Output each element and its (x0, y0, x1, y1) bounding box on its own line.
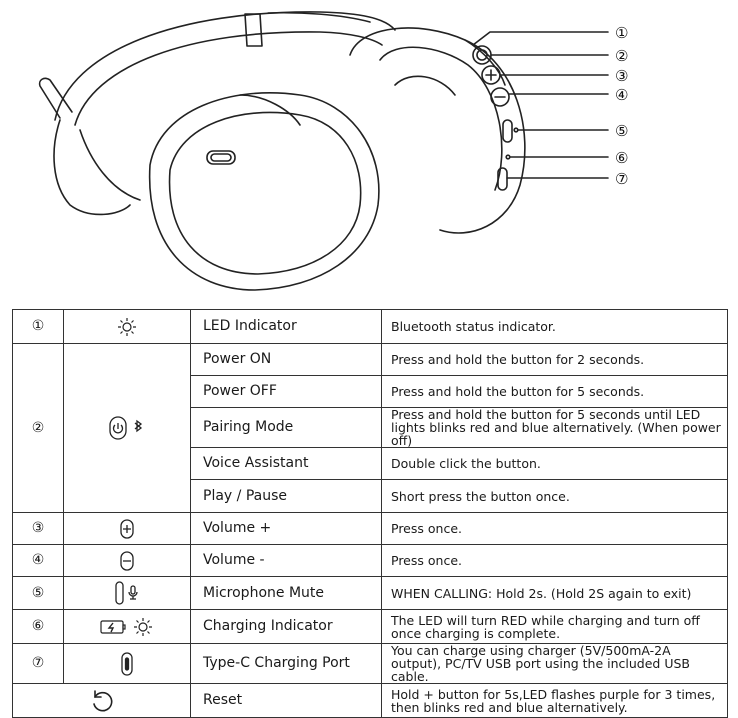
led-sun-icon (63, 309, 191, 344)
function-label: Reset (190, 683, 382, 718)
function-description: Double click the button. (381, 447, 728, 480)
function-description: Short press the button once. (381, 479, 728, 513)
function-description: WHEN CALLING: Hold 2s. (Hold 2S again to… (381, 576, 728, 610)
row-number: ② (12, 343, 64, 513)
volume-minus-icon (63, 544, 191, 577)
mic-mute-icon (63, 576, 191, 610)
callout-2: ② (615, 47, 628, 65)
table-row: Voice Assistant Double click the button. (13, 447, 728, 480)
table-row: ③ Volume + Press once. (12, 512, 728, 545)
table-row: Play / Pause Short press the button once… (13, 479, 728, 513)
row-number: ⑦ (12, 643, 64, 684)
power-bluetooth-icon (63, 343, 191, 513)
row-number: ⑤ (12, 576, 64, 610)
function-label: Power OFF (190, 375, 382, 408)
callout-3: ③ (615, 67, 628, 85)
row-number: ③ (12, 512, 64, 545)
right-ear-cup (349, 27, 526, 234)
headband (54, 11, 396, 121)
function-label: Volume + (190, 512, 382, 545)
function-description: Press once. (381, 544, 728, 577)
table-row: ② Power ON Press and hold the button for… (12, 343, 728, 513)
function-label: Volume - (190, 544, 382, 577)
function-label: Play / Pause (190, 479, 382, 513)
callout-1: ① (615, 24, 628, 42)
function-label: Power ON (190, 343, 382, 376)
callout-4: ④ (615, 86, 628, 104)
row-number: ① (12, 309, 64, 344)
volume-plus-icon (63, 512, 191, 545)
callout-6: ⑥ (615, 149, 628, 167)
usb-c-port-icon (63, 643, 191, 684)
function-label: Microphone Mute (190, 576, 382, 610)
left-ear-cup (148, 92, 380, 291)
leader-1 (472, 31, 609, 46)
table-row: ④ Volume - Press once. (12, 544, 728, 577)
callout-7: ⑦ (615, 170, 628, 188)
callout-5: ⑤ (615, 122, 628, 140)
row-number: ④ (12, 544, 64, 577)
table-row: ⑦ Type-C Charging Port You can charge us… (12, 643, 728, 684)
table-row: Power OFF Press and hold the button for … (13, 375, 728, 408)
function-description: Press and hold the button for 5 seconds. (381, 375, 728, 408)
function-description: Press and hold the button for 5 seconds … (381, 407, 728, 448)
function-table: ① LED Indicator Bluetooth status indicat… (12, 309, 728, 718)
reset-icon (12, 683, 191, 718)
function-description: The LED will turn RED while charging and… (381, 609, 728, 644)
table-row: ① LED Indicator Bluetooth status indicat… (12, 309, 728, 344)
function-description: Bluetooth status indicator. (381, 309, 728, 344)
function-label: Charging Indicator (190, 609, 382, 644)
table-row: ⑥ Charging Indicator The LED will turn R… (12, 609, 728, 644)
function-description: Press once. (381, 512, 728, 545)
function-description: Hold + button for 5s,LED flashes purple … (381, 683, 728, 718)
table-row: Pairing Mode Press and hold the button f… (13, 407, 728, 448)
battery-led-icon (63, 609, 191, 644)
row-number: ⑥ (12, 609, 64, 644)
function-label: Type-C Charging Port (190, 643, 382, 684)
function-label: Pairing Mode (190, 407, 382, 448)
function-description: Press and hold the button for 2 seconds. (381, 343, 728, 376)
function-label: LED Indicator (190, 309, 382, 344)
function-label: Voice Assistant (190, 447, 382, 480)
function-description: You can charge using charger (5V/500mA-2… (381, 643, 728, 684)
table-row: Reset Hold + button for 5s,LED flashes p… (12, 683, 728, 718)
headphones-illustration: ① ② ③ ④ ⑤ ⑥ ⑦ (38, 11, 628, 291)
table-row: ⑤ Microphone Mute WHEN CALLING: Hold 2s.… (12, 576, 728, 610)
